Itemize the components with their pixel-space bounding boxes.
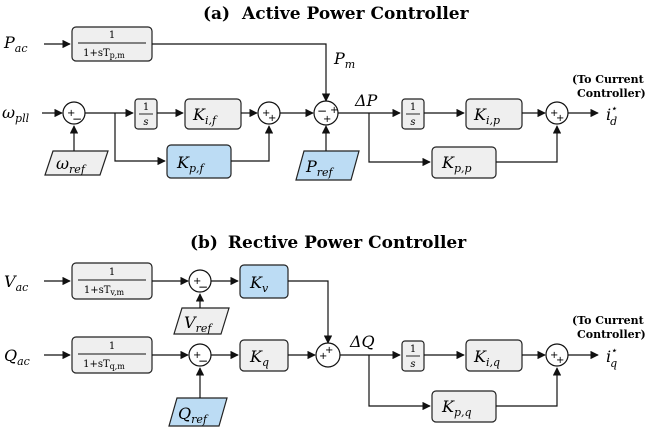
svg-text:+: + [262,108,270,119]
svg-text:−: − [317,104,327,118]
svg-text:1: 1 [109,30,115,41]
label-p-m: Pm [333,49,355,71]
wire-kpp-sum [496,125,562,163]
wire-to-kpp [368,113,431,167]
block-k-ip: Ki,p [465,98,523,130]
sum-junction-p: − + + [313,100,339,126]
sum-junction-q: + − [188,343,212,368]
svg-text:Pref: Pref [305,157,335,179]
title-b: (b) Rective Power Controller [190,233,467,253]
svg-text:Kp,q: Kp,q [441,397,472,419]
svg-text:Kv: Kv [249,273,269,295]
label-delta-p: ΔP [354,91,378,110]
block-k-q: Kq [239,339,289,372]
svg-text:Kp,f: Kp,f [176,153,205,175]
block-integrator-f: 1 s [134,98,158,130]
svg-text:ωref: ωref [56,154,87,176]
svg-text:Kp,p: Kp,p [441,153,472,175]
svg-text:+: + [550,350,558,361]
block-k-pq: Kp,q [431,390,497,423]
svg-text:Ki,f: Ki,f [192,105,218,127]
svg-text:Vref: Vref [184,313,213,335]
sum-junction-iq: + + [545,343,569,367]
block-k-pp: Kp,p [431,146,497,179]
block-k-if: Ki,f [184,98,242,130]
svg-text:1: 1 [109,341,115,352]
svg-text:1+sTp,m: 1+sTp,m [83,48,125,60]
ref-q: Qref [168,397,228,427]
svg-text:+: + [325,345,333,356]
block-integrator-p: 1 s [401,98,425,130]
svg-text:−: − [198,354,208,368]
label-i-d-star: id⋆ [606,102,617,128]
note-to-current-b-2: Controller) [577,328,646,341]
svg-text:1+sTv,m: 1+sTv,m [84,285,125,297]
svg-text:1: 1 [143,102,149,113]
label-p-ac: Pac [3,33,27,55]
wire-pm [152,43,331,102]
block-k-iq: Ki,q [465,339,523,372]
block-tf-pm: 1 1+sTp,m [71,26,153,62]
wire-kv-sum [288,280,333,344]
title-a: (a) Active Power Controller [203,4,470,24]
label-v-ac: Vac [4,272,28,294]
note-to-current-a-2: Controller) [577,87,646,100]
svg-text:1: 1 [410,344,416,355]
note-to-current-a-1: (To Current [572,73,645,86]
block-tf-qm: 1 1+sTq,m [71,336,153,374]
wire-kpf-sum [231,125,274,162]
svg-text:−: − [198,280,208,294]
svg-text:Ki,q: Ki,q [473,347,500,369]
label-omega-pll: ωpll [2,103,30,125]
svg-text:s: s [410,359,415,370]
svg-text:1: 1 [109,267,115,278]
sum-junction-f: + + [257,101,281,125]
svg-text:−: − [72,112,82,126]
wire-to-kpf [114,113,166,166]
sum-junction-id: + + [545,101,569,125]
wire-kpq-sum [496,367,562,407]
sum-junction-dq: + + [315,342,341,368]
label-i-q-star: iq⋆ [606,344,617,370]
ref-v: Vref [173,307,230,335]
svg-text:Ki,p: Ki,p [473,105,500,127]
sum-junction-omega: + − [62,101,86,126]
svg-text:+: + [330,105,338,116]
svg-text:+: + [193,350,201,361]
svg-text:1: 1 [410,102,416,113]
note-to-current-b-1: (To Current [572,314,645,327]
ref-omega: ωref [44,150,109,176]
ref-p: Pref [295,150,360,181]
block-integrator-q: 1 s [401,340,425,372]
label-q-ac: Qac [4,346,30,368]
svg-text:1+sTq,m: 1+sTq,m [83,359,125,371]
svg-text:+: + [319,351,327,362]
svg-text:+: + [67,108,75,119]
svg-text:+: + [550,108,558,119]
block-k-pf: Kp,f [166,144,232,179]
block-tf-vm: 1 1+sTv,m [71,262,153,300]
svg-text:+: + [268,113,276,124]
sum-junction-v: + − [188,269,212,294]
svg-text:s: s [143,117,148,128]
wire-to-kpq [368,355,431,411]
svg-text:+: + [323,114,331,125]
svg-text:+: + [556,355,564,366]
svg-text:s: s [410,117,415,128]
svg-text:Qref: Qref [178,404,209,426]
label-delta-q: ΔQ [349,332,375,351]
svg-text:+: + [193,276,201,287]
svg-text:+: + [556,113,564,124]
block-k-v: Kv [239,264,289,299]
svg-text:Kq: Kq [249,347,269,369]
